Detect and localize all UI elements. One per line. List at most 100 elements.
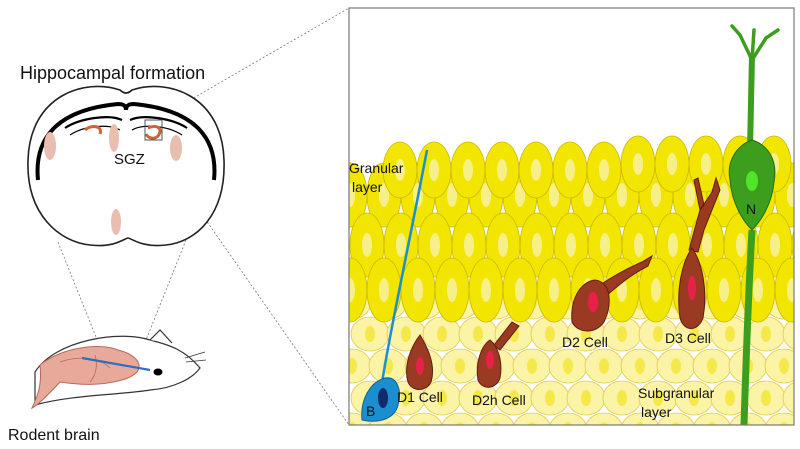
neuron-label: N [746, 201, 756, 217]
subgranular-layer-label-line2: layer [641, 404, 672, 420]
d2-cell-label: D2 Cell [562, 334, 608, 350]
d2-cell [571, 254, 654, 332]
granular-cell-nucleus [464, 233, 474, 257]
granular-cell-nucleus [617, 183, 627, 207]
subgranular-cell [657, 412, 695, 425]
subgranular-cell-nucleus [635, 358, 645, 374]
granular-cell-nucleus [349, 278, 355, 302]
subgranular-cell-nucleus [473, 326, 483, 342]
subgranular-cell-nucleus [545, 326, 555, 342]
subgranular-cell-nucleus [349, 422, 356, 425]
subgranular-cell [349, 412, 371, 425]
subgranular-cell-nucleus [564, 422, 572, 425]
subgranular-cell-nucleus [708, 422, 716, 425]
granular-cell-nucleus [668, 233, 678, 257]
subgranular-cell [729, 412, 767, 425]
rodent-brain-label: Rodent brain [8, 427, 100, 444]
subgranular-cell-nucleus [384, 422, 392, 425]
sgz-label: SGZ [114, 151, 145, 168]
d2h-cell [476, 321, 520, 388]
subgranular-cell-nucleus [455, 358, 465, 374]
subgranular-cell [477, 412, 515, 425]
subgranular-cell [405, 412, 443, 425]
subgranular-layer-label-line1: Subgranular [638, 385, 715, 401]
subgranular-cell [765, 412, 794, 425]
d1-cell-nucleus [416, 357, 424, 375]
granular-cell-nucleus [633, 153, 643, 175]
d2h-cell-process [493, 321, 520, 351]
subgranular-cell-nucleus [492, 422, 500, 425]
granular-cell-nucleus [515, 278, 525, 302]
granular-cell-nucleus [413, 278, 423, 302]
granular-cell-nucleus [565, 159, 575, 181]
granular-cell-nucleus [362, 233, 372, 257]
granular-cell [774, 257, 794, 323]
subgranular-cell-nucleus [689, 390, 699, 406]
granular-cell-nucleus [395, 159, 405, 181]
subgranular-cell-nucleus [779, 358, 789, 374]
d1-cell [406, 334, 434, 390]
d3-cell-label: D3 Cell [665, 330, 711, 346]
subgranular-cell-nucleus [617, 390, 627, 406]
granular-cell-nucleus [429, 159, 439, 181]
subgranular-cell-nucleus [780, 422, 788, 425]
granular-cell-nucleus [651, 183, 661, 207]
granular-cell-nucleus [532, 233, 542, 257]
subgranular-cell-nucleus [653, 390, 663, 406]
granular-cell-nucleus [753, 278, 763, 302]
mouse-icon [30, 329, 207, 410]
subgranular-layer [349, 284, 794, 425]
granular-cell-nucleus [349, 183, 355, 207]
subgranular-cell-nucleus [672, 422, 680, 425]
d3-cell [678, 176, 721, 329]
subgranular-cell-nucleus [689, 326, 699, 342]
granular-cell-nucleus [719, 183, 729, 207]
subgranular-cell-nucleus [725, 390, 735, 406]
subgranular-cell-nucleus [671, 358, 681, 374]
granular-cell-nucleus [719, 278, 729, 302]
mature-neuron [728, 24, 780, 425]
subgranular-cell-nucleus [349, 358, 357, 374]
hippocampal-formation-label: Hippocampal formation [20, 63, 205, 83]
granular-cell-nucleus [667, 153, 677, 175]
subgranular-cell-nucleus [599, 358, 609, 374]
subgranular-cell-nucleus [707, 358, 717, 374]
d2-cell-process [599, 254, 654, 297]
subgranular-cell [621, 412, 659, 425]
subgranular-cell-nucleus [401, 326, 411, 342]
subgranular-cell [549, 412, 587, 425]
granular-cell-nucleus [379, 183, 389, 207]
d2-cell-nucleus [588, 292, 598, 312]
subgranular-cell-nucleus [545, 390, 555, 406]
subgranular-cell-nucleus [653, 326, 663, 342]
subgranular-cell-nucleus [636, 422, 644, 425]
subgranular-cell [782, 382, 794, 414]
granular-cell-nucleus [515, 183, 525, 207]
subgranular-cell-nucleus [563, 358, 573, 374]
subgranular-cell-nucleus [456, 422, 464, 425]
granular-layer-label-line2: layer [352, 179, 383, 195]
subgranular-cell [441, 412, 479, 425]
granular-cell-nucleus [770, 233, 780, 257]
granular-cell-nucleus [481, 183, 491, 207]
granular-cell-nucleus [447, 183, 457, 207]
granular-cell-nucleus [447, 278, 457, 302]
magnified-dentate-gyrus-icon [348, 7, 795, 426]
brain-section-icon [27, 85, 225, 247]
granular-cell-nucleus [787, 278, 794, 302]
subgranular-cell-nucleus [617, 326, 627, 342]
granular-cell-nucleus [549, 183, 559, 207]
subgranular-cell-nucleus [509, 390, 519, 406]
d3-cell-process [688, 176, 721, 253]
subgranular-cell-nucleus [437, 326, 447, 342]
subgranular-cell-nucleus [528, 422, 536, 425]
type-b-cell [361, 149, 429, 422]
granular-cell-nucleus [396, 233, 406, 257]
subgranular-cell-nucleus [437, 390, 447, 406]
subgranular-cell-nucleus [600, 422, 608, 425]
granular-cell-nucleus [702, 233, 712, 257]
subgranular-cell-nucleus [761, 390, 771, 406]
subgranular-cell [513, 412, 551, 425]
subgranular-cell-nucleus [420, 422, 428, 425]
subgranular-cell-nucleus [365, 326, 375, 342]
